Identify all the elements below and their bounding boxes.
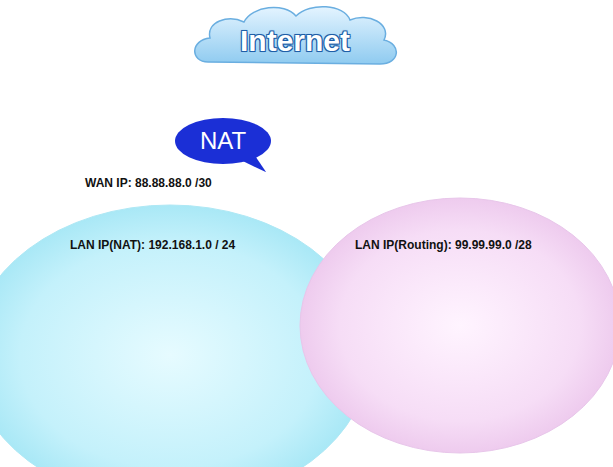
lan-region-outline: [300, 198, 613, 453]
node-text: LAN IP(Routing): 99.99.99.0 /28: [355, 238, 532, 252]
cloud-node: Internet: [188, 2, 402, 72]
lan-region: LAN IP(Routing): 99.99.99.0 /28: [300, 198, 613, 453]
wan-label: WAN IP: 88.88.88.0 /30: [85, 176, 212, 190]
node-text: LAN IP(NAT): 192.168.1.0 / 24: [70, 238, 235, 252]
node-text: Internet: [240, 24, 350, 58]
node-text: NAT: [200, 127, 246, 155]
speech-bubble: NAT: [175, 118, 271, 164]
